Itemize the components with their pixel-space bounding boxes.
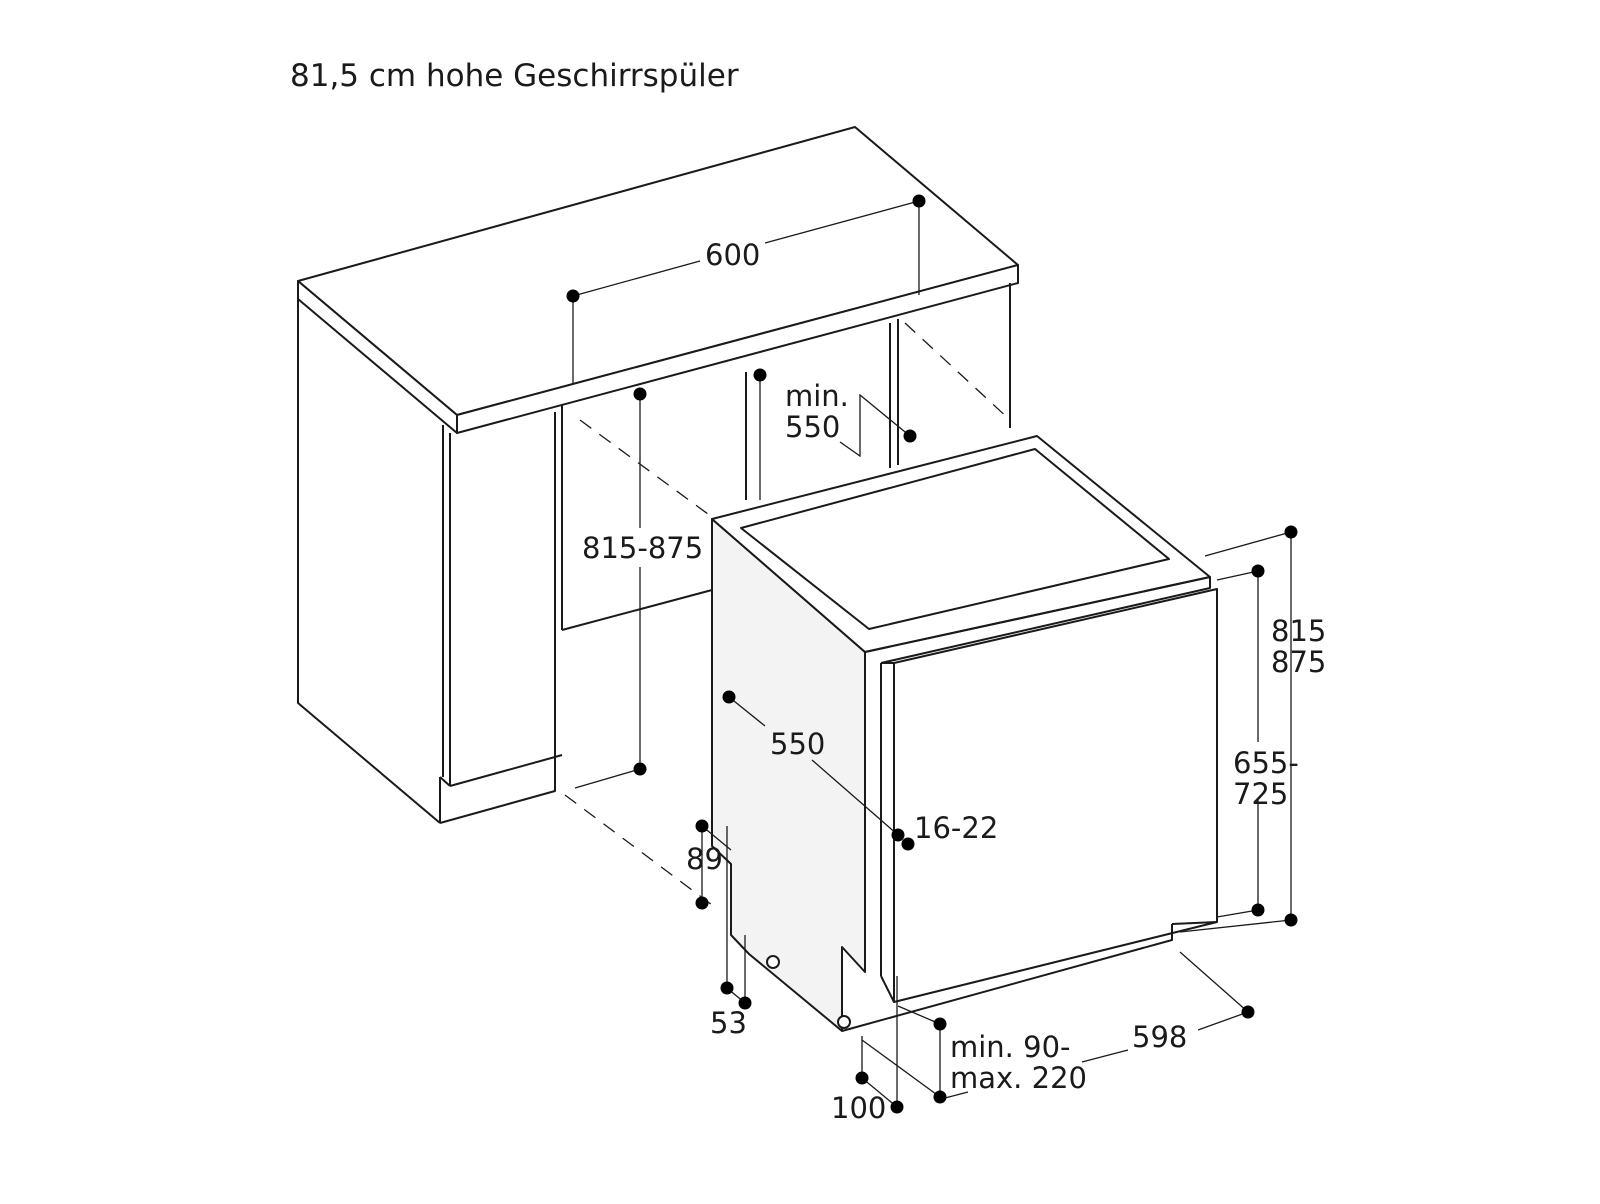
label-niche-depth-line2: 550 [785, 410, 840, 444]
left-cabinet-side [297, 299, 441, 824]
diagram-title: 81,5 cm hohe Geschirrspüler [290, 58, 739, 94]
dishwasher [711, 435, 1218, 1032]
label-door-height-line2: 725 [1233, 777, 1288, 811]
label-plinth-height: 89 [686, 842, 723, 876]
label-appliance-width: 598 [1132, 1020, 1187, 1054]
label-niche-depth-line1: min. [785, 379, 849, 413]
dimension-lines [566, 194, 1298, 1114]
countertop-left-edge [297, 280, 458, 434]
label-total-height-line2: 875 [1271, 645, 1326, 679]
label-plinth-gap-line1: min. 90- [950, 1030, 1071, 1064]
kitchen-cabinet [297, 126, 1019, 906]
label-plinth-setback: 53 [710, 1006, 747, 1040]
label-door-height-line1: 655- [1233, 746, 1299, 780]
label-niche-width: 600 [705, 238, 760, 272]
label-door-thickness: 16-22 [914, 811, 998, 845]
label-total-height-line1: 815 [1271, 614, 1326, 648]
dimension-labels: 600 min. 550 815-875 550 16-22 815 875 6… [582, 238, 1326, 1125]
label-appliance-depth: 550 [770, 727, 825, 761]
label-niche-height: 815-875 [582, 531, 703, 565]
label-plinth-offset: 100 [831, 1091, 886, 1125]
label-plinth-gap-line2: max. 220 [950, 1061, 1087, 1095]
